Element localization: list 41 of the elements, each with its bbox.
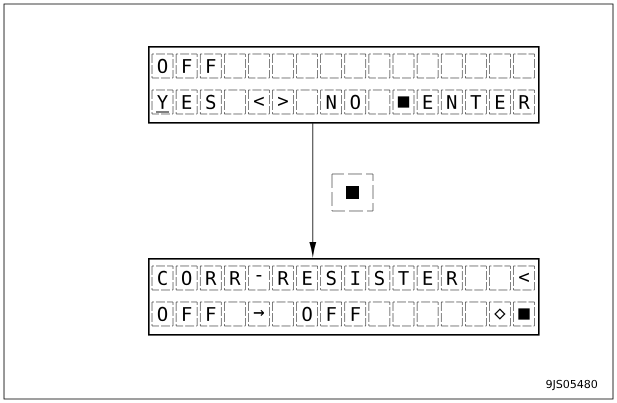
display-character: S bbox=[326, 270, 336, 286]
display-character: F bbox=[328, 307, 336, 321]
display-character: R bbox=[206, 271, 216, 285]
display-character: S bbox=[206, 94, 216, 110]
display-character: R bbox=[447, 271, 458, 285]
display-character: E bbox=[496, 95, 504, 109]
display-character: O bbox=[350, 94, 360, 110]
display-character: F bbox=[183, 307, 192, 321]
display-character: O bbox=[302, 306, 312, 322]
display-character: E bbox=[424, 95, 432, 109]
display-character: F bbox=[207, 307, 216, 321]
display-character: R bbox=[230, 271, 241, 285]
display-character: ■ bbox=[398, 96, 410, 108]
display-character: Y bbox=[157, 95, 168, 109]
display-character: T bbox=[398, 271, 409, 285]
display-character: E bbox=[303, 271, 312, 285]
display-character: F bbox=[207, 59, 216, 73]
display-character: O bbox=[182, 270, 192, 286]
display-character: < bbox=[254, 96, 264, 106]
display-character: → bbox=[254, 310, 264, 316]
display-character: S bbox=[374, 270, 384, 286]
arrow bbox=[309, 123, 316, 256]
display-character: - bbox=[256, 275, 262, 277]
display-character: N bbox=[447, 95, 456, 109]
display-character: I bbox=[351, 271, 360, 285]
display-character: N bbox=[326, 95, 336, 109]
display-character: C bbox=[158, 270, 167, 286]
display-character: ■ bbox=[518, 308, 530, 320]
display-character: R bbox=[520, 95, 530, 109]
display-character: E bbox=[424, 271, 432, 285]
figure-code: 9JS05480 bbox=[546, 380, 598, 390]
display-character: ◇ bbox=[494, 308, 506, 320]
display-character: E bbox=[182, 95, 192, 109]
display-character: F bbox=[183, 59, 192, 73]
display-character: O bbox=[158, 58, 168, 74]
display-character: O bbox=[158, 306, 168, 322]
display-character: > bbox=[278, 96, 288, 106]
display-character: T bbox=[470, 95, 482, 109]
display-character: F bbox=[352, 307, 360, 321]
display-character: < bbox=[519, 272, 529, 282]
display-character: R bbox=[278, 271, 289, 285]
